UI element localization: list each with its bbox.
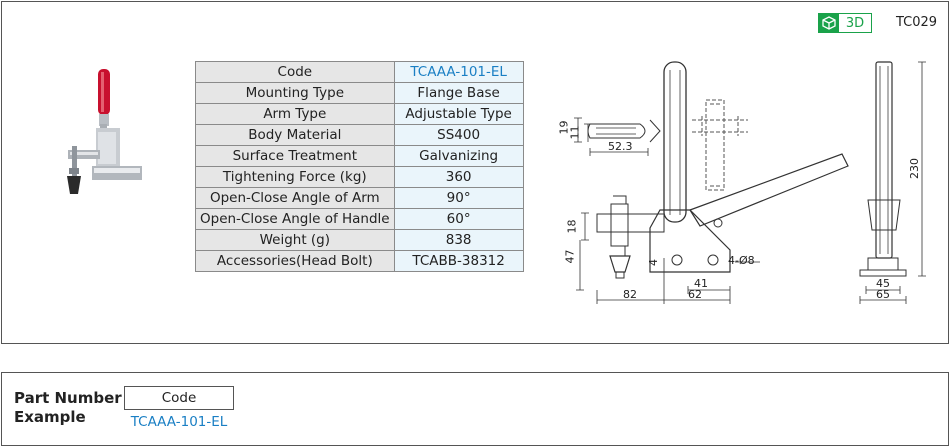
dim-11: 11 bbox=[568, 125, 582, 140]
3d-label: 3D bbox=[845, 15, 865, 31]
spec-value: 90° bbox=[393, 187, 524, 209]
spec-value: Galvanizing bbox=[393, 145, 524, 167]
dim-4-phi8: 4-Ø8 bbox=[728, 254, 755, 267]
spec-value: Flange Base bbox=[393, 82, 524, 104]
spec-label: Surface Treatment bbox=[195, 145, 395, 167]
dim-62: 62 bbox=[688, 288, 702, 301]
dim-82: 82 bbox=[623, 288, 637, 301]
dim-45: 45 bbox=[876, 277, 890, 290]
part-number-title-line2: Example bbox=[14, 408, 86, 426]
spec-value: SS400 bbox=[393, 124, 524, 146]
spec-label: Accessories(Head Bolt) bbox=[195, 250, 395, 272]
part-number-title: Part Number Example bbox=[14, 389, 122, 427]
dim-4: 4 bbox=[647, 259, 660, 266]
spec-label: Code bbox=[195, 61, 395, 83]
dim-52-3: 52.3 bbox=[608, 140, 633, 153]
table-row: Weight (g)838 bbox=[195, 229, 524, 251]
dim-230: 230 bbox=[908, 158, 921, 179]
3d-badge[interactable]: 3D bbox=[818, 13, 872, 33]
catalog-code: TC029 bbox=[896, 15, 938, 30]
spec-label: Tightening Force (kg) bbox=[195, 166, 395, 188]
spec-label: Open-Close Angle of Arm bbox=[195, 187, 395, 209]
spec-label: Arm Type bbox=[195, 103, 395, 125]
dim-65: 65 bbox=[876, 288, 890, 301]
dim-47: 47 bbox=[563, 249, 577, 264]
spec-value: 360 bbox=[393, 166, 524, 188]
spec-value: 838 bbox=[393, 229, 524, 251]
spec-value: TCABB-38312 bbox=[393, 250, 524, 272]
technical-drawing bbox=[574, 61, 926, 304]
part-number-title-line1: Part Number bbox=[14, 389, 122, 407]
spec-label: Weight (g) bbox=[195, 229, 395, 251]
spec-value: Adjustable Type bbox=[393, 103, 524, 125]
spec-value: TCAAA-101-EL bbox=[393, 61, 524, 83]
spec-label: Body Material bbox=[195, 124, 395, 146]
part-number-value[interactable]: TCAAA-101-EL bbox=[130, 414, 228, 430]
dim-41: 41 bbox=[694, 277, 708, 290]
dim-18: 18 bbox=[565, 219, 579, 234]
spec-label: Open-Close Angle of Handle bbox=[195, 208, 395, 230]
cube-icon bbox=[819, 14, 839, 32]
part-number-header: Code bbox=[124, 386, 234, 410]
product-photo bbox=[67, 69, 142, 194]
spec-label: Mounting Type bbox=[195, 82, 395, 104]
table-row: Tightening Force (kg)360 bbox=[195, 166, 524, 188]
spec-value: 60° bbox=[393, 208, 524, 230]
table-row: Accessories(Head Bolt)TCABB-38312 bbox=[195, 250, 524, 272]
